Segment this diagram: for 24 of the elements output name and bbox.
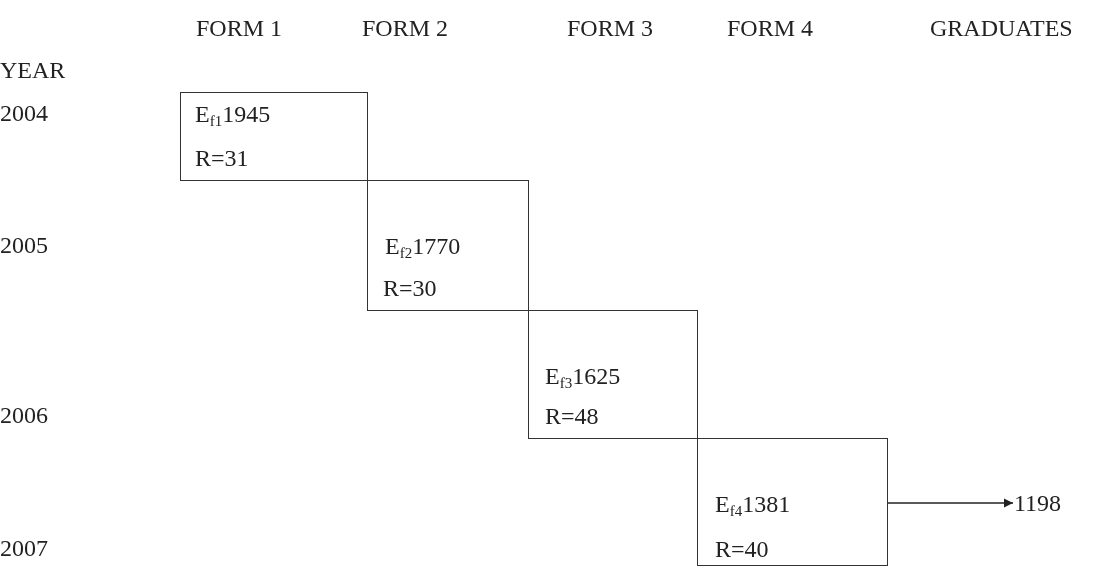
column-header: GRADUATES <box>930 14 1073 42</box>
column-header: FORM 4 <box>727 14 814 42</box>
repeater-text: R=48 <box>545 402 599 430</box>
year-label: 2007 <box>0 534 48 562</box>
column-header: FORM 1 <box>196 14 283 42</box>
year-label: 2005 <box>0 231 48 259</box>
cohort-box <box>367 180 529 311</box>
repeater-text: R=31 <box>195 144 249 172</box>
cohort-box <box>528 310 698 439</box>
arrow <box>887 498 1014 508</box>
enrolment-text: E$_{f2}$1770 <box>385 232 461 263</box>
repeater-text: R=40 <box>715 535 769 563</box>
column-header: FORM 3 <box>567 14 654 42</box>
repeater-text: R=30 <box>383 274 437 302</box>
cohort-box <box>697 438 888 566</box>
enrolment-text: E$_{f1}$1945 <box>195 100 271 131</box>
enrolment-text: E$_{f4}$1381 <box>715 490 791 521</box>
row-header: YEAR <box>0 56 66 84</box>
year-label: 2004 <box>0 99 48 127</box>
graduates-count: 1198 <box>1014 489 1062 517</box>
cohort-box <box>180 92 368 181</box>
enrolment-text: E$_{f3}$1625 <box>545 362 621 393</box>
year-label: 2006 <box>0 401 48 429</box>
column-header: FORM 2 <box>362 14 449 42</box>
